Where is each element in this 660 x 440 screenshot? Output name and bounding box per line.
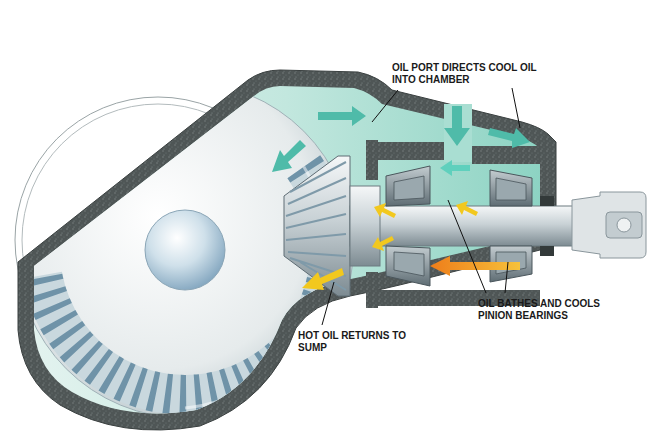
leader-line <box>322 282 334 325</box>
carrier-hub <box>145 210 225 290</box>
pinion-shoulder <box>350 186 380 266</box>
hot-oil-arrow <box>372 236 394 251</box>
ring-gear-group <box>17 82 353 418</box>
bearing-rollers <box>394 176 526 276</box>
pinion-seal <box>540 196 554 206</box>
hot-oil-arrow <box>302 268 344 290</box>
driveshaft-yoke <box>572 192 646 258</box>
callout-label: OIL PORT DIRECTS COOL OIL INTO CHAMBER <box>392 62 552 86</box>
yoke-bore <box>617 218 631 232</box>
pinion-teeth <box>286 162 346 290</box>
callout-label: HOT OIL RETURNS TO SUMP <box>298 330 408 354</box>
pinion-seal <box>540 246 554 256</box>
cool-oil-arrow <box>444 106 470 146</box>
axle-housing <box>18 70 556 430</box>
ring-gear <box>17 82 353 418</box>
leader-line <box>448 200 486 293</box>
yoke-ear <box>606 212 642 238</box>
leader-line <box>505 262 508 293</box>
cool-oil-arrow <box>272 140 306 172</box>
cool-oil-arrow <box>488 128 530 148</box>
oil-port <box>444 104 472 162</box>
hot-oil-arrow <box>374 203 396 218</box>
cool-oil-arrow <box>440 160 470 176</box>
hot-oil-arrow <box>456 201 478 216</box>
pinion-gear <box>284 156 350 296</box>
leader-line <box>512 88 520 128</box>
bore-wall-top <box>472 146 540 164</box>
leader-line <box>372 90 398 122</box>
bore-wall-top <box>372 142 444 160</box>
cool-oil-arrow <box>318 106 366 126</box>
callout-label: OIL BATHES AND COOLS PINION BEARINGS <box>478 298 628 322</box>
